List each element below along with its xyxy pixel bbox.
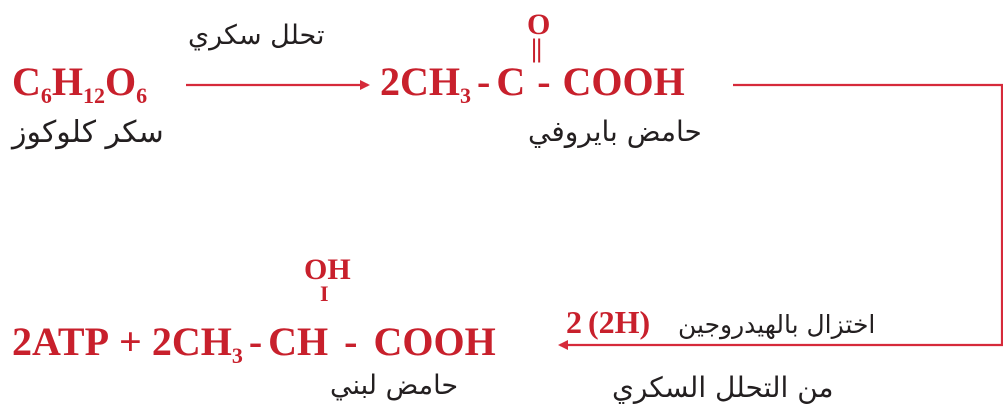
reduction-label: اختزال بالهيدروجين — [678, 310, 876, 339]
lactic-hydroxyl-oh: OH — [304, 253, 351, 286]
lactic-dash2: - — [344, 319, 358, 364]
pyruvic-dash2: - — [537, 59, 551, 104]
pyruvic-cooh: COOH — [562, 59, 685, 104]
pyruvic-double-bond: || — [530, 35, 543, 63]
glucose-formula: C6H12O6 — [12, 62, 147, 107]
pyruvic-c: C — [496, 59, 526, 104]
lactic-cooh: COOH — [373, 319, 496, 364]
pyruvic-carbonyl-o: O — [527, 8, 551, 41]
pyruvic-dash1: - — [477, 59, 491, 104]
plus-sign: + — [119, 319, 142, 364]
pyruvic-name: حامض بايروفي — [528, 115, 702, 148]
glucose-o-sub: 6 — [136, 83, 148, 108]
pyruvic-ch-sub: 3 — [460, 83, 471, 108]
lactic-equation: 2ATP+2CH3-CH-COOH — [12, 322, 496, 367]
lactic-name: حامض لبني — [330, 370, 459, 401]
lactic-ch-sub: 3 — [231, 343, 243, 368]
atp: 2ATP — [12, 319, 110, 364]
lactic-2ch: 2CH — [151, 319, 232, 364]
lactic-dash1: - — [248, 319, 263, 364]
pyruvic-formula: 2CH3-C-COOH — [380, 62, 685, 107]
glucose-name: سكر كلوكوز — [12, 115, 164, 150]
glucose-h: H — [51, 59, 84, 104]
glucose-o: O — [105, 59, 137, 104]
connector-line — [558, 83, 1003, 350]
glucose-h-sub: 12 — [83, 83, 106, 108]
h-group: (2H) — [588, 304, 651, 340]
glucose-c: C — [12, 59, 41, 104]
h-coefficient: 2 — [566, 304, 582, 340]
lactic-single-bond: I — [320, 281, 329, 306]
from-glycolysis-label: من التحلل السكري — [612, 371, 834, 404]
glucose-c-sub: 6 — [40, 83, 52, 108]
glycolysis-label: تحلل سكري — [188, 20, 325, 51]
pyruvic-2ch: 2CH — [380, 59, 460, 104]
lactic-ch: CH — [268, 319, 329, 364]
